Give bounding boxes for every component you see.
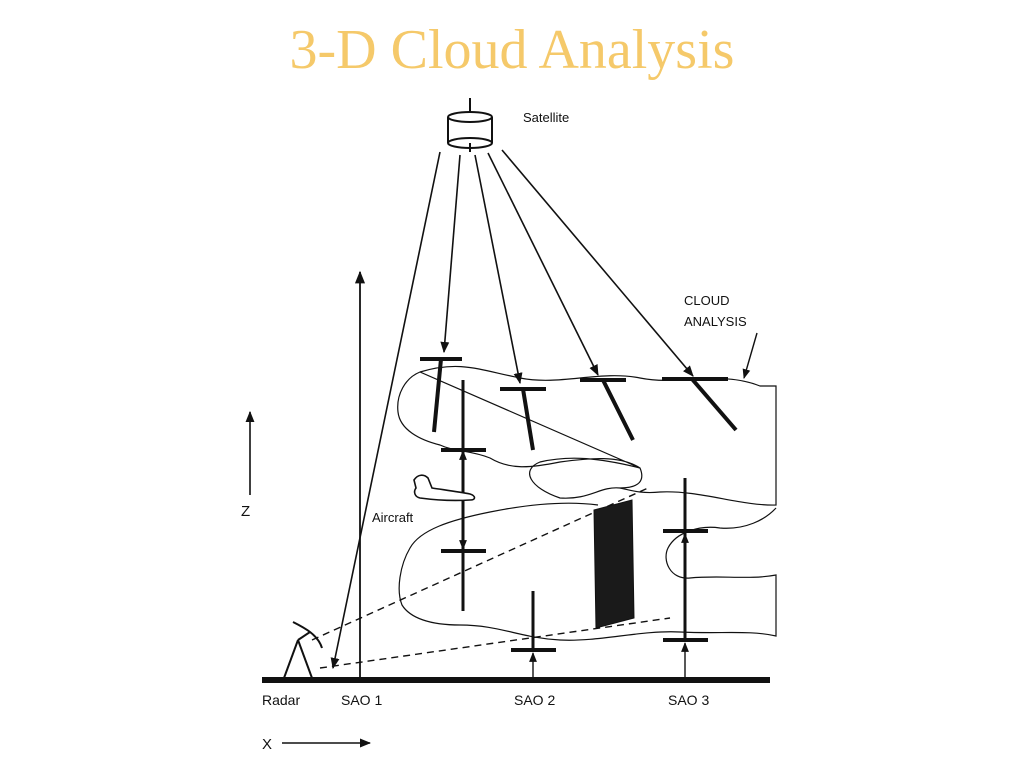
upper-cloud-layer <box>397 365 777 506</box>
satellite-icon <box>447 98 493 152</box>
cloud-observation-markers <box>420 357 738 451</box>
satellite-rays <box>330 149 694 670</box>
lower-cloud-layer <box>398 502 777 641</box>
aircraft-label: Aircraft <box>372 510 414 525</box>
satellite-label: Satellite <box>523 110 569 125</box>
cloud-analysis-pointer <box>742 332 758 379</box>
cloud-analysis-label-line1: CLOUD <box>684 293 730 308</box>
sao3-marker <box>663 478 708 680</box>
sao2-label: SAO 2 <box>514 692 555 708</box>
x-axis-label: X <box>262 736 272 753</box>
radar-label: Radar <box>262 692 300 708</box>
ground-surface <box>262 677 770 683</box>
slide-title: 3-D Cloud Analysis <box>289 19 735 81</box>
sao2-marker <box>511 591 556 680</box>
radar-echo-block <box>593 499 635 629</box>
radar-beams <box>311 487 671 669</box>
sao3-label: SAO 3 <box>668 692 709 708</box>
aircraft-icon <box>413 474 476 502</box>
sao1-label: SAO 1 <box>341 692 382 708</box>
z-axis-label: Z <box>241 503 250 520</box>
radar-antenna-icon <box>283 621 323 679</box>
cloud-analysis-label-line2: ANALYSIS <box>684 314 747 329</box>
